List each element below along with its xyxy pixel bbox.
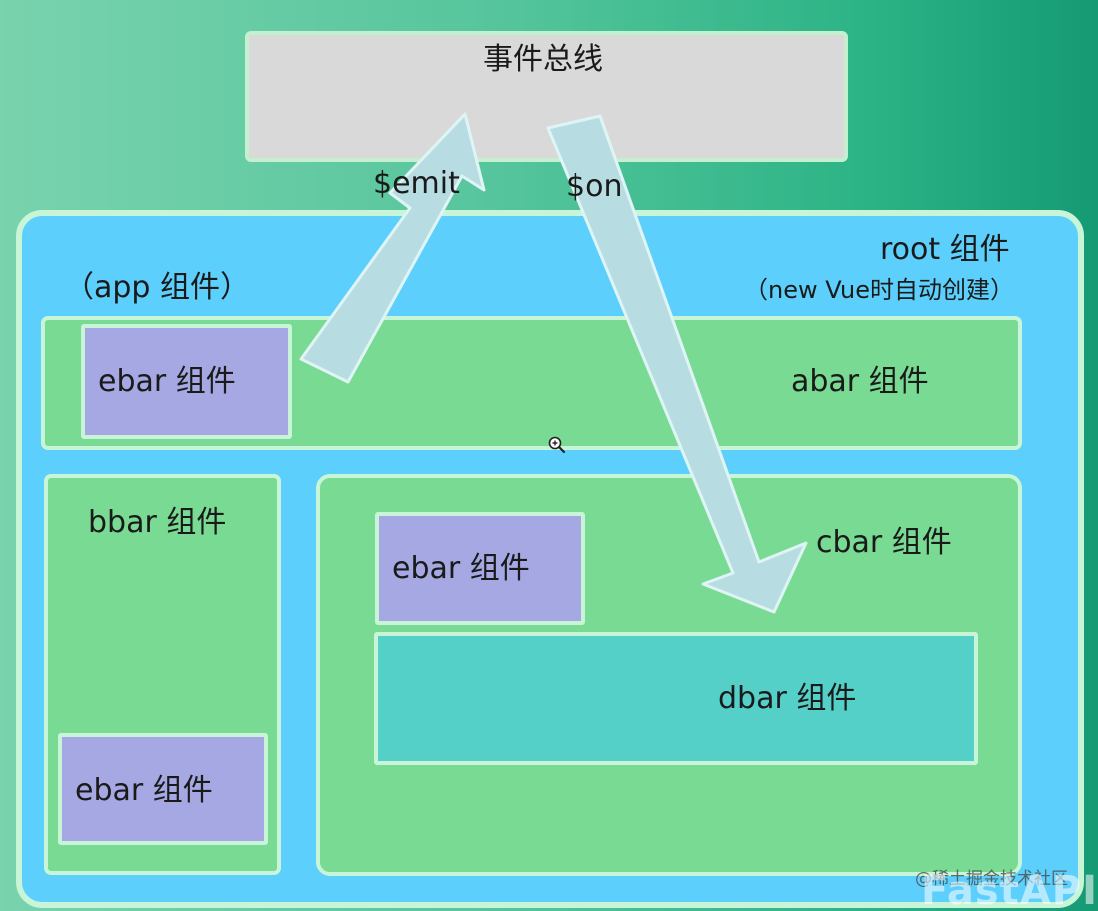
ebar-component-box-bbar	[58, 733, 268, 845]
cbar-component-label: cbar 组件	[816, 525, 952, 560]
ebar-component-label-abar: ebar 组件	[98, 364, 236, 399]
emit-arrow-label: $emit	[373, 166, 460, 201]
app-component-label: （app 组件）	[64, 270, 251, 305]
dbar-component-label: dbar 组件	[718, 681, 857, 716]
event-bus-box	[245, 31, 848, 162]
on-arrow-label: $on	[566, 169, 623, 204]
zoom-in-icon	[548, 436, 566, 454]
root-component-label: root 组件	[880, 232, 1010, 267]
event-bus-label: 事件总线	[483, 42, 603, 77]
on-arrow	[546, 114, 808, 614]
ebar-component-box-cbar	[375, 512, 585, 625]
ebar-component-box-abar	[81, 324, 292, 439]
ebar-component-label-cbar: ebar 组件	[392, 551, 530, 586]
emit-arrow	[299, 112, 486, 384]
abar-component-label: abar 组件	[791, 364, 929, 399]
root-component-sublabel: （new Vue时自动创建）	[744, 276, 1014, 304]
ebar-component-label-bbar: ebar 组件	[75, 773, 213, 808]
dbar-component-box	[374, 632, 978, 765]
watermark-text: @稀土掘金技术社区	[915, 869, 1068, 889]
brand-watermark: FastAPI	[920, 868, 1098, 911]
bbar-component-label: bbar 组件	[88, 505, 227, 540]
